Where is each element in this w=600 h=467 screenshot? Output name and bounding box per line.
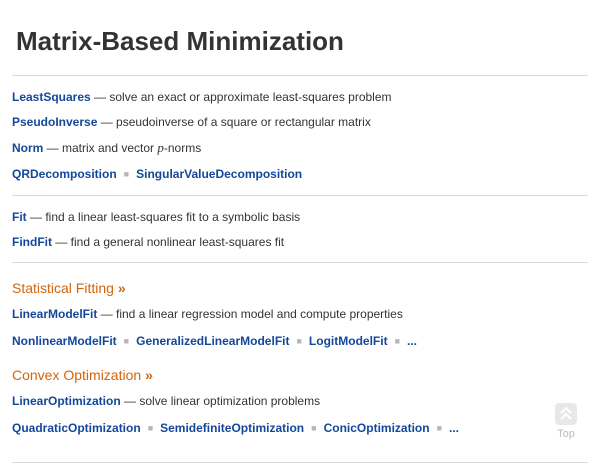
section-arrow-icon: »: [145, 367, 153, 383]
link-linearmodelfit[interactable]: LinearModelFit: [12, 307, 98, 321]
item-description-post: -norms: [163, 141, 202, 155]
bottom-divider: [12, 462, 588, 463]
link-singularvaluedecomposition[interactable]: SingularValueDecomposition: [136, 167, 303, 181]
link-linearoptimization[interactable]: LinearOptimization: [12, 394, 121, 408]
section-heading-label: Statistical Fitting: [12, 280, 114, 296]
list-item: LinearModelFit — find a linear regressio…: [12, 306, 403, 322]
list-item: PseudoInverse — pseudoinverse of a squar…: [12, 114, 371, 130]
link-more-convex[interactable]: ...: [449, 421, 460, 435]
link-generalizedlinearmodelfit[interactable]: GeneralizedLinearModelFit: [136, 334, 290, 348]
title-divider: [12, 75, 588, 76]
link-row: NonlinearModelFit ■ GeneralizedLinearModel…: [12, 333, 417, 349]
separator: ■: [394, 336, 401, 346]
list-item: Norm — matrix and vector p-norms: [12, 140, 201, 156]
list-item: FindFit — find a general nonlinear least…: [12, 234, 284, 250]
item-description: — find a general nonlinear least-squares…: [51, 235, 285, 249]
link-semidefiniteoptimization[interactable]: SemidefiniteOptimization: [160, 421, 305, 435]
link-row: QRDecomposition ■ SingularValueDecompositi…: [12, 166, 302, 182]
item-description: — solve linear optimization problems: [120, 394, 321, 408]
link-pseudoinverse[interactable]: PseudoInverse: [12, 115, 98, 129]
top-label: Top: [557, 428, 575, 440]
link-fit[interactable]: Fit: [12, 210, 27, 224]
scroll-to-top-button[interactable]: Top: [554, 403, 578, 440]
link-qrdecomposition[interactable]: QRDecomposition: [12, 167, 117, 181]
section-divider: [12, 262, 588, 263]
link-row: QuadraticOptimization ■ SemidefiniteOptimi…: [12, 420, 459, 436]
link-more-statistical[interactable]: ...: [407, 334, 418, 348]
separator: ■: [123, 336, 130, 346]
item-description-pre: — matrix and vector: [43, 141, 158, 155]
link-logitmodelfit[interactable]: LogitModelFit: [308, 334, 388, 348]
link-leastsquares[interactable]: LeastSquares: [12, 90, 91, 104]
link-nonlinearmodelfit[interactable]: NonlinearModelFit: [12, 334, 117, 348]
section-heading-label: Convex Optimization: [12, 367, 142, 383]
list-item: LinearOptimization — solve linear optimi…: [12, 393, 320, 409]
link-quadraticoptimization[interactable]: QuadraticOptimization: [12, 421, 141, 435]
item-description: — solve an exact or approximate least-sq…: [90, 90, 392, 104]
separator: ■: [296, 336, 302, 346]
item-description-em: p: [157, 140, 164, 155]
item-description: — find a linear regression model and com…: [97, 307, 403, 321]
link-norm[interactable]: Norm: [12, 141, 44, 155]
section-arrow-icon: »: [117, 280, 126, 296]
separator: ■: [311, 423, 317, 433]
section-heading-convex-optimization[interactable]: Convex Optimization »: [12, 367, 153, 383]
separator: ■: [147, 423, 154, 433]
separator: ■: [123, 169, 130, 179]
page-title: Matrix-Based Minimization: [16, 26, 344, 56]
item-description: — pseudoinverse of a square or rectangul…: [97, 115, 371, 129]
item-description: — find a linear least-squares fit to a s…: [26, 210, 301, 224]
list-item: LeastSquares — solve an exact or approxi…: [12, 89, 392, 105]
separator: ■: [436, 423, 443, 433]
link-conicoptimization[interactable]: ConicOptimization: [323, 421, 430, 435]
double-chevron-up-icon: [555, 403, 577, 425]
section-heading-statistical-fitting[interactable]: Statistical Fitting »: [12, 280, 126, 296]
link-findfit[interactable]: FindFit: [12, 235, 52, 249]
section-divider: [12, 195, 588, 196]
list-item: Fit — find a linear least-squares fit to…: [12, 209, 300, 225]
